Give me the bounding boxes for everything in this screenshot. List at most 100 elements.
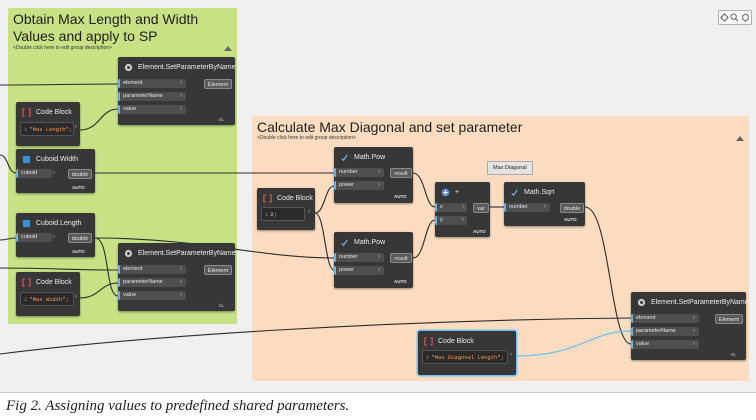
input-port-parameter-name[interactable]: parameterName [118, 92, 186, 101]
input-port-element[interactable]: element [631, 314, 699, 323]
group-title[interactable]: Obtain Max Length and Width Values and a… [13, 11, 199, 44]
wire [314, 212, 335, 271]
chevron-right-icon: › [180, 106, 182, 112]
node-add[interactable]: + x y › › var AUTO [435, 182, 490, 237]
graph-canvas[interactable]: Obtain Max Length and Width Values and a… [0, 0, 756, 393]
chevron-right-icon: › [378, 254, 380, 260]
node-title: Code Block [277, 194, 313, 202]
view-navigation-widget[interactable] [718, 10, 752, 25]
input-port-number[interactable]: number [504, 203, 550, 212]
output-port-element[interactable]: Element [204, 265, 232, 275]
node-cuboid-width[interactable]: Cuboid.Width cuboid › double AUTO [16, 149, 95, 193]
node-math-pow[interactable]: Math.Pow number power › › result AUTO [334, 147, 413, 203]
output-port-result[interactable]: result [390, 253, 412, 263]
output-port-var[interactable]: var [473, 203, 489, 213]
code-text[interactable]: "Max Width"; [29, 296, 69, 303]
graph-view-icon[interactable] [720, 13, 729, 22]
group-description[interactable]: <Double click here to edit group descrip… [13, 45, 112, 51]
output-port-double[interactable]: double [68, 233, 92, 243]
collapse-icon[interactable] [224, 46, 232, 51]
lacing-indicator[interactable]: I/L [219, 117, 225, 122]
wire [94, 237, 119, 297]
chevron-right-icon: › [308, 209, 310, 215]
selected-wire [515, 330, 632, 357]
code-block-icon [424, 336, 433, 346]
code-editor[interactable]: 1"Max Diagonal Length"; [422, 350, 508, 364]
input-port-x[interactable]: x [435, 203, 467, 212]
auto-label: AUTO [473, 229, 486, 234]
wire [79, 282, 119, 299]
output-port-double[interactable]: double [560, 203, 584, 213]
wire [0, 154, 17, 174]
input-port-element[interactable]: element [118, 79, 186, 88]
node-title: + [455, 188, 460, 196]
chevron-right-icon: › [378, 182, 380, 188]
output-port-result[interactable]: result [390, 168, 412, 178]
math-icon [511, 188, 518, 196]
output-port-element[interactable]: Element [715, 314, 743, 324]
code-text[interactable]: 2; [270, 211, 277, 218]
node-set-parameter-by-name[interactable]: Element.SetParameterByName element param… [118, 243, 236, 311]
3d-view-icon[interactable] [741, 13, 750, 22]
auto-label: AUTO [72, 249, 85, 254]
add-icon [441, 188, 450, 196]
input-port-parameter-name[interactable]: parameterName [631, 327, 699, 336]
element-icon [124, 249, 133, 257]
chevron-right-icon: › [693, 341, 695, 347]
code-block-icon [22, 277, 31, 287]
node-math-pow[interactable]: Math.Pow number power › › result AUTO [334, 232, 413, 288]
input-port-element[interactable]: element [118, 265, 186, 274]
element-icon [124, 63, 133, 71]
group-title[interactable]: Calculate Max Diagonal and set parameter [257, 119, 523, 135]
code-text[interactable]: "Max Length"; [29, 126, 73, 133]
node-code-block[interactable]: Code Block 1"Max Diagonal Length"; › [418, 331, 516, 375]
input-port-y[interactable]: y [435, 216, 467, 225]
node-set-parameter-by-name[interactable]: Element.SetParameterByName element param… [631, 292, 749, 360]
lacing-indicator[interactable]: I/L [219, 303, 225, 308]
input-port-value[interactable]: value [118, 105, 186, 114]
chevron-right-icon: › [53, 170, 55, 176]
node-set-parameter-by-name[interactable]: Element.SetParameterByName element param… [118, 57, 236, 125]
input-port-power[interactable]: power [334, 266, 384, 275]
auto-label: AUTO [72, 185, 85, 190]
input-port-value[interactable]: value [631, 340, 699, 349]
code-editor[interactable]: 1"Max Length"; [20, 122, 74, 136]
code-text[interactable]: "Max Diagonal Length"; [431, 354, 504, 361]
node-title: Element.SetParameterByName [138, 63, 236, 71]
input-port-number[interactable]: number [334, 253, 384, 262]
node-cuboid-length[interactable]: Cuboid.Length cuboid › double AUTO [16, 213, 95, 257]
math-icon [341, 153, 348, 161]
auto-label: AUTO [394, 194, 407, 199]
node-code-block[interactable]: Code Block 1"Max Length"; › [16, 102, 80, 146]
zoom-icon[interactable] [730, 13, 739, 22]
output-port-element[interactable]: Element [204, 79, 232, 89]
node-code-block[interactable]: Code Block 1"Max Width"; › [16, 272, 80, 316]
chevron-right-icon: › [544, 204, 546, 210]
lacing-indicator[interactable]: I/L [731, 352, 737, 357]
node-title: Element.SetParameterByName [138, 249, 236, 257]
chevron-right-icon: › [180, 279, 182, 285]
node-title: Cuboid.Length [36, 219, 82, 227]
input-port-number[interactable]: number [334, 168, 384, 177]
input-port-cuboid[interactable]: cuboid [16, 169, 52, 178]
chevron-right-icon: › [693, 315, 695, 321]
output-port-double[interactable]: double [68, 169, 92, 179]
wire [0, 237, 17, 241]
collapse-icon[interactable] [736, 136, 744, 141]
wire [79, 108, 119, 131]
group-description[interactable]: <Double click here to edit group descrip… [257, 135, 356, 141]
input-port-cuboid[interactable]: cuboid [16, 233, 52, 242]
chevron-right-icon: › [510, 352, 512, 358]
input-port-power[interactable]: power [334, 181, 384, 190]
wire [0, 267, 119, 271]
input-port-value[interactable]: value [118, 291, 186, 300]
wire [584, 206, 632, 345]
input-port-parameter-name[interactable]: parameterName [118, 278, 186, 287]
auto-label: AUTO [564, 217, 577, 222]
node-math-sqrt[interactable]: Math.Sqrt number › double AUTO [504, 182, 585, 226]
node-title: Code Block [36, 108, 72, 116]
code-editor[interactable]: 1"Max Width"; [20, 292, 74, 306]
chevron-right-icon: › [462, 217, 464, 223]
